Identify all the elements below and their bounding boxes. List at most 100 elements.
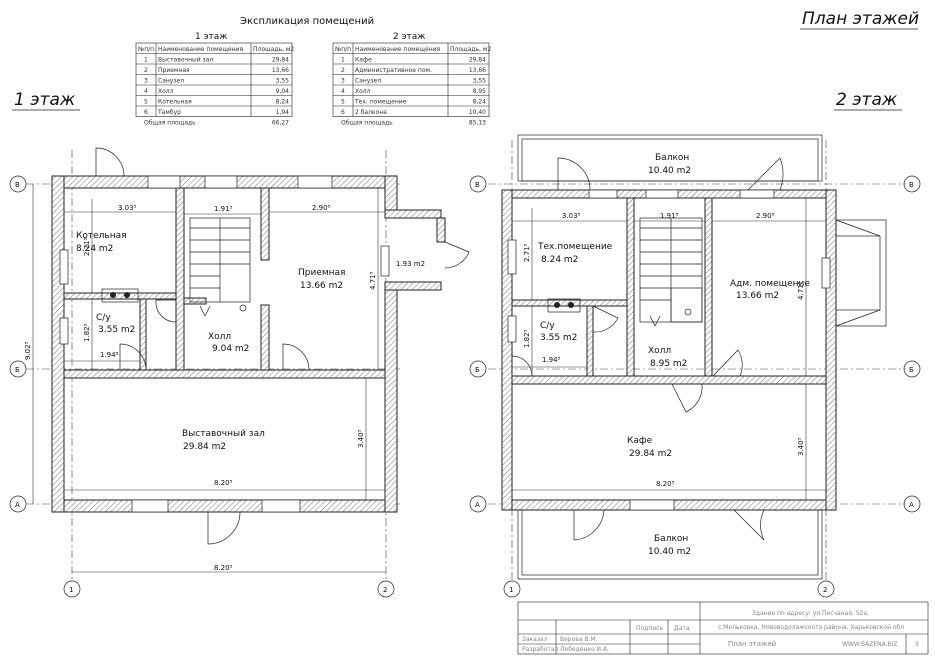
explication-cell: 1: [144, 57, 148, 64]
floor2-plan: Балкон 10.40 m2 Тех.помещение 8.24 m2 Ад…: [488, 134, 906, 580]
explication-cell: 2: [144, 67, 148, 74]
explication-header-cell: Площадь, м2: [450, 46, 491, 53]
axis-label: А: [15, 501, 20, 509]
f1-reception-name: Приемная: [298, 268, 345, 278]
axis-label: А: [909, 501, 914, 509]
explication-cell: 5: [341, 99, 345, 106]
f2-admin-area: 13.66 m2: [736, 291, 779, 301]
explication-cell: Котельная: [158, 99, 192, 106]
axis-label: 2: [383, 586, 387, 594]
f1-dim-label: 1.94⁵: [100, 351, 119, 359]
f2-tech-name: Тех.помещение: [537, 242, 613, 252]
tb-row2-role: Разработал: [522, 646, 559, 653]
axis-label: А: [475, 501, 480, 509]
explication-cell: Холл: [355, 88, 371, 95]
explication-header-cell: Наименование помещения: [355, 46, 441, 53]
f1-dim-label: 3.03⁵: [118, 204, 137, 212]
explication-cell: 2 балкона: [355, 109, 387, 116]
explication-cell: Санузел: [158, 78, 184, 85]
floor2-label: 2 этаж: [836, 90, 898, 110]
axis-label: Б: [15, 366, 20, 374]
explication-cell: 6: [341, 109, 345, 116]
f2-dim-label: 8.20⁵: [656, 480, 675, 488]
f1-dim-label: 2.90⁵: [312, 204, 331, 212]
tb-sheet-no: 3: [915, 641, 919, 648]
explication-cell: Кафе: [355, 57, 372, 64]
explication-cell: Тех. помещение: [354, 99, 407, 106]
explication-header-cell: Площадь, м2: [253, 46, 294, 53]
f2-dim-label: 4.71⁵: [797, 281, 805, 300]
axis-markers: В Б А 1 2 В Б А В Б А 1 2: [9, 175, 921, 598]
tb-row1-name: Верова В.М.: [560, 636, 598, 643]
f1-dim-label: 1.82⁵: [83, 323, 91, 342]
explication-cell: Выставочный зал: [158, 57, 213, 64]
explication-cell: 8,24: [473, 99, 487, 106]
f1-dim-label: 1.91⁵: [214, 205, 233, 213]
explication-header-cell: Наименование помещения: [158, 46, 244, 53]
explication-block: Экспликация помещений 1 этаж 2 этаж №п/п…: [135, 16, 491, 127]
f2-balcony-top-name: Балкон: [655, 153, 689, 163]
f1-reception-area: 13.66 m2: [300, 281, 343, 291]
axis-label: Б: [475, 366, 480, 374]
f1-exhibition-name: Выставочный зал: [182, 429, 265, 439]
f2-balcony-bottom-name: Балкон: [654, 534, 688, 544]
f1-boiler-area: 8.24 m2: [76, 244, 113, 254]
floor1-plan: Котельная 8.24 m2 Приемная 13.66 m2 1.93…: [24, 147, 470, 580]
f2-dim-label: 1.94⁵: [542, 356, 561, 364]
explication-cell: 5: [144, 99, 148, 106]
tb-sign-label: Подпись: [636, 625, 663, 632]
explication-total-label: Общая площадь: [341, 120, 393, 127]
f2-balcony-bottom-area: 10.40 m2: [648, 547, 691, 557]
explication-cell: 3,55: [276, 78, 290, 85]
f1-dim-label: 4.71⁵: [369, 271, 377, 290]
tb-address-1: Здание по адресу: ул.Песчаная, 52а,: [752, 610, 869, 617]
axis-label: В: [15, 181, 20, 189]
explication-total-value: 85,13: [469, 120, 486, 127]
explication-cell: 8,95: [473, 88, 487, 95]
explication-cell: 10,40: [469, 109, 486, 116]
f1-wc-area: 3.55 m2: [98, 325, 135, 335]
explication-cell: Приемная: [158, 67, 190, 74]
f1-wc-name: С/у: [96, 313, 111, 323]
tb-date-label: Дата: [674, 625, 690, 632]
f1-dim-label: 8.20⁵: [214, 564, 233, 572]
explication-floor1-caption: 1 этаж: [195, 32, 227, 42]
explication-title: Экспликация помещений: [240, 16, 374, 27]
explication-cell: 1: [341, 57, 345, 64]
explication-cell: 9,04: [276, 88, 290, 95]
f2-dim-label: 1.91⁵: [660, 212, 679, 220]
f1-dim-label: 2.71⁵: [83, 237, 91, 256]
explication-cell: 6: [144, 109, 148, 116]
f2-dim-label: 3.40⁵: [797, 437, 805, 456]
explication-cell: Санузел: [355, 78, 381, 85]
axis-label: В: [475, 181, 480, 189]
explication-cell: 13,66: [272, 67, 289, 74]
axis-label: Б: [909, 366, 914, 374]
axis-label: В: [909, 181, 914, 189]
f1-vestibule-area: 1.93 m2: [396, 260, 425, 268]
f2-hall-area: 8.95 m2: [650, 359, 687, 369]
f2-dim-label: 1.82⁵: [523, 329, 531, 348]
f2-wc-area: 3.55 m2: [540, 333, 577, 343]
f2-hall-name: Холл: [648, 346, 671, 356]
f2-balcony-top-area: 10.40 m2: [648, 166, 691, 176]
explication-total-value: 66,27: [272, 120, 289, 127]
tb-site: WWW.BAZENA.BIZ: [842, 641, 898, 648]
explication-cell: 4: [341, 88, 345, 95]
floor1-label: 1 этаж: [14, 90, 76, 110]
explication-cell: 29,84: [469, 57, 486, 64]
sheet-title: План этажей: [802, 9, 919, 29]
axis-label: 1: [69, 586, 73, 594]
axis-label: 1: [509, 586, 513, 594]
f1-hall-area: 9.04 m2: [212, 344, 249, 354]
f1-dim-label: 9.02⁵: [24, 341, 32, 360]
explication-cell: 29,84: [272, 57, 289, 64]
f2-admin-name: Адм. помещение: [730, 279, 810, 289]
explication-cell: 4: [144, 88, 148, 95]
f1-exhibition-area: 29.84 m2: [183, 442, 226, 452]
explication-cell: 2: [341, 67, 345, 74]
f2-dim-label: 2.71⁵: [523, 243, 531, 262]
f2-wc-name: С/у: [540, 321, 555, 331]
tb-row2-name: Лебеденко И.А.: [560, 646, 609, 653]
